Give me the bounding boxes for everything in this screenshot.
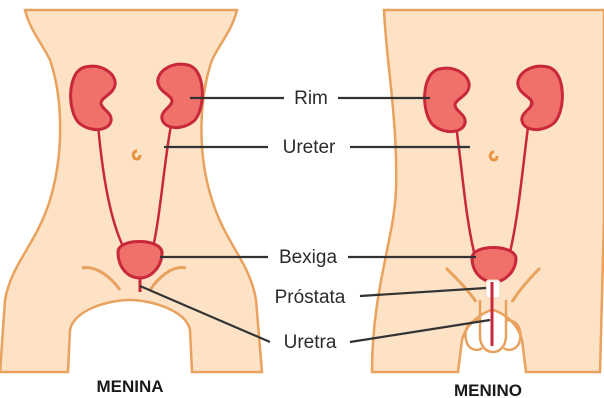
label-ureter: Ureter [283,137,336,158]
girl-figure [0,10,262,372]
boy-figure [372,10,604,372]
label-rim: Rim [294,88,328,109]
girl-torso [0,10,262,372]
label-prostata: Próstata [275,287,346,308]
label-uretra: Uretra [284,332,337,353]
caption-girl: MENINA [96,377,163,396]
label-bexiga: Bexiga [279,247,338,268]
caption-boy: MENINO [454,381,522,398]
boy-torso [372,10,604,372]
